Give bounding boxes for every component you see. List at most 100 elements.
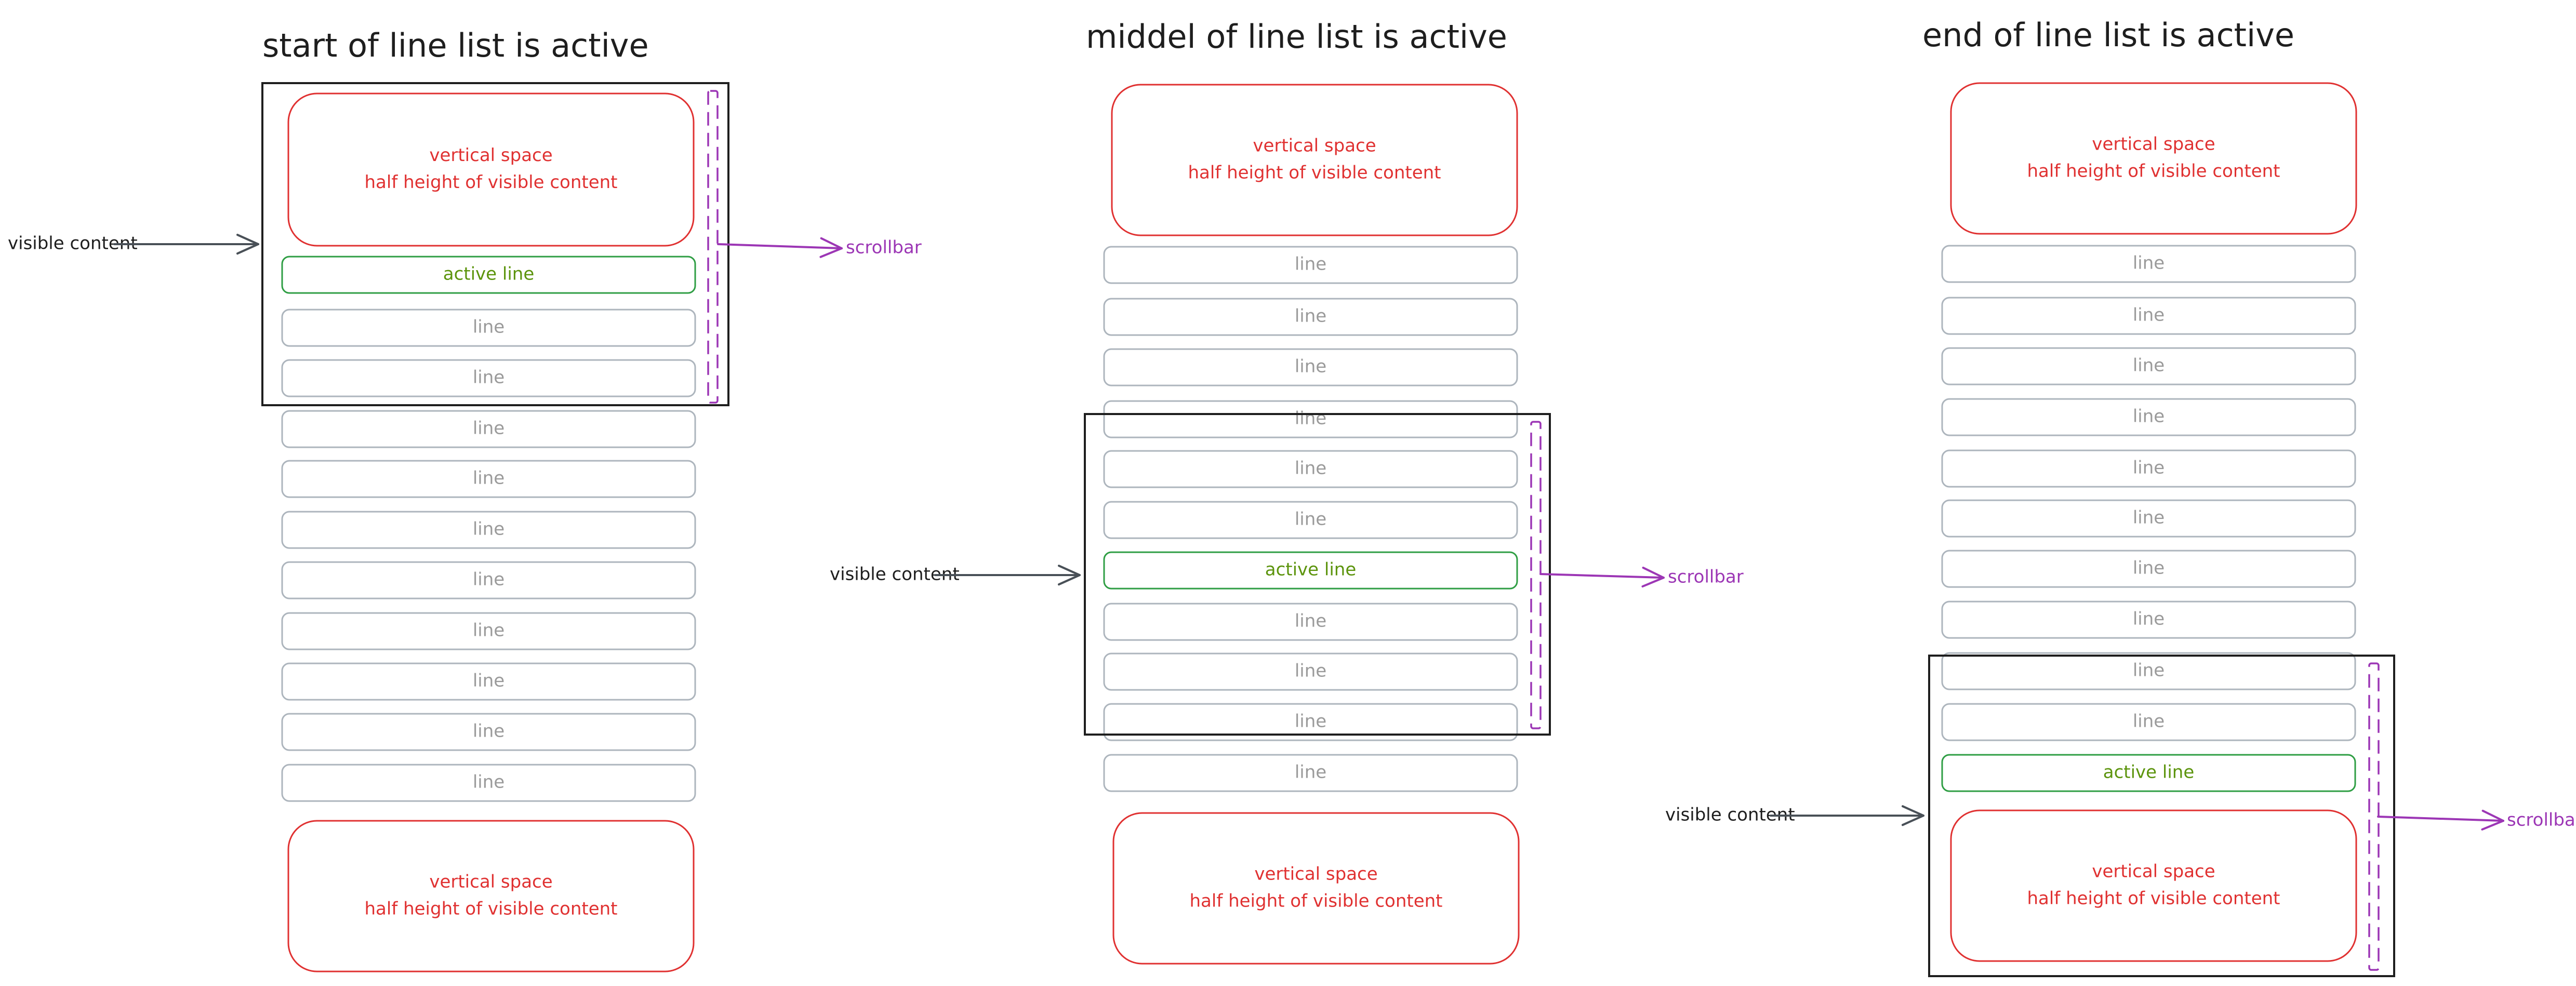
line-label: line <box>2133 355 2165 376</box>
scrollbar[interactable] <box>1530 421 1542 729</box>
scrollbar-label: scrollbar <box>846 237 922 258</box>
line-item[interactable]: line <box>1103 450 1518 488</box>
line-item[interactable]: line <box>1941 703 2356 741</box>
panel-3: end of line list is active vertical space… <box>1665 16 2576 977</box>
line-item[interactable]: line <box>281 460 696 498</box>
line-label: line <box>1295 408 1326 429</box>
line-item[interactable]: line <box>281 612 696 650</box>
line-item[interactable]: line <box>281 309 696 347</box>
line-item[interactable]: line <box>1103 703 1518 741</box>
line-item[interactable]: line <box>1103 298 1518 336</box>
line-item[interactable]: line <box>1103 652 1518 691</box>
line-item[interactable]: line <box>281 410 696 448</box>
line-label: line <box>473 317 504 338</box>
line-label: line <box>1295 509 1326 530</box>
vertical-space-label: vertical space <box>2092 861 2215 882</box>
line-item[interactable]: line <box>1941 550 2356 588</box>
line-item[interactable]: line <box>1103 603 1518 641</box>
vertical-space-top: vertical space half height of visible con… <box>1950 82 2357 235</box>
panel-title: middel of line list is active <box>1086 18 1507 56</box>
scrollbar-arrow <box>1539 566 1665 588</box>
line-item[interactable]: line <box>281 359 696 397</box>
active-line-item[interactable]: active line <box>1103 551 1518 590</box>
line-item[interactable]: line <box>1941 398 2356 436</box>
vertical-space-label: vertical space <box>1253 136 1376 156</box>
line-label: line <box>2133 558 2165 579</box>
line-label: line <box>473 620 504 641</box>
vertical-space-description: half height of visible content <box>2027 888 2280 909</box>
line-item[interactable]: line <box>1103 400 1518 438</box>
line-item[interactable]: line <box>1941 347 2356 385</box>
scrollbar-label: scrollbar <box>1668 567 1744 588</box>
active-line-label: active line <box>443 264 535 285</box>
line-item[interactable]: line <box>1941 499 2356 538</box>
vertical-space-description: half height of visible content <box>1188 163 1441 183</box>
scrollbar-arrow <box>2377 809 2504 831</box>
line-label: line <box>1295 762 1326 783</box>
line-label: line <box>1295 306 1326 327</box>
panel-1: start of line list is active vertical spa… <box>8 26 922 972</box>
vertical-space-bottom: vertical space half height of visible con… <box>1950 809 2357 962</box>
line-label: line <box>2133 508 2165 528</box>
vertical-space-bottom: vertical space half height of visible con… <box>1112 812 1520 965</box>
vertical-space-description: half height of visible content <box>364 172 617 193</box>
line-item[interactable]: line <box>1941 652 2356 690</box>
line-label: line <box>473 367 504 388</box>
line-label: line <box>473 519 504 540</box>
active-line-item[interactable]: active line <box>1941 754 2356 792</box>
visible-content-frame <box>1928 655 2395 977</box>
line-item[interactable]: line <box>1941 297 2356 335</box>
line-label: line <box>473 418 504 439</box>
line-label: line <box>2133 253 2165 274</box>
active-line-label: active line <box>1265 559 1357 580</box>
line-item[interactable]: line <box>281 662 696 701</box>
scrollbar-arrow <box>717 237 843 258</box>
line-label: line <box>2133 660 2165 681</box>
line-item[interactable]: line <box>1103 348 1518 387</box>
line-item[interactable]: line <box>1103 501 1518 539</box>
visible-content-arrow <box>1770 805 1924 826</box>
line-label: line <box>2133 609 2165 630</box>
active-line-label: active line <box>2103 762 2195 783</box>
scrollbar[interactable] <box>707 90 719 404</box>
vertical-space-description: half height of visible content <box>2027 161 2280 182</box>
panel-title: start of line list is active <box>262 26 649 64</box>
line-item[interactable]: line <box>1941 601 2356 639</box>
line-label: line <box>1295 711 1326 732</box>
line-item[interactable]: line <box>1941 449 2356 488</box>
line-label: line <box>1295 356 1326 377</box>
vertical-space-label: vertical space <box>429 145 552 166</box>
vertical-space-label: vertical space <box>429 872 552 892</box>
line-item[interactable]: line <box>281 764 696 802</box>
line-item[interactable]: line <box>1941 245 2356 283</box>
line-label: line <box>2133 458 2165 478</box>
line-label: line <box>473 569 504 590</box>
vertical-space-top: vertical space half height of visible con… <box>287 92 695 247</box>
line-label: line <box>2133 305 2165 326</box>
vertical-space-description: half height of visible content <box>364 899 617 920</box>
visible-content-arrow <box>113 234 259 255</box>
active-line-item[interactable]: active line <box>281 256 696 294</box>
line-label: line <box>2133 406 2165 427</box>
line-label: line <box>473 721 504 742</box>
vertical-space-label: vertical space <box>2092 134 2215 155</box>
line-item[interactable]: line <box>281 561 696 599</box>
line-label: line <box>1295 458 1326 479</box>
line-label: line <box>1295 254 1326 275</box>
vertical-space-bottom: vertical space half height of visible con… <box>287 820 695 972</box>
vertical-space-label: vertical space <box>1254 864 1377 885</box>
line-label: line <box>473 468 504 489</box>
line-item[interactable]: line <box>1103 246 1518 284</box>
vertical-space-top: vertical space half height of visible con… <box>1111 84 1518 236</box>
visible-content-frame <box>261 82 729 406</box>
visible-content-arrow <box>934 565 1081 585</box>
panel-2: middel of line list is active vertical sp… <box>830 18 1744 965</box>
line-label: line <box>1295 611 1326 632</box>
scrollbar[interactable] <box>2368 662 2380 971</box>
line-item[interactable]: line <box>1103 754 1518 792</box>
panel-title: end of line list is active <box>1922 16 2294 54</box>
line-label: line <box>1295 661 1326 682</box>
line-item[interactable]: line <box>281 511 696 549</box>
vertical-space-description: half height of visible content <box>1189 891 1442 912</box>
line-item[interactable]: line <box>281 713 696 751</box>
